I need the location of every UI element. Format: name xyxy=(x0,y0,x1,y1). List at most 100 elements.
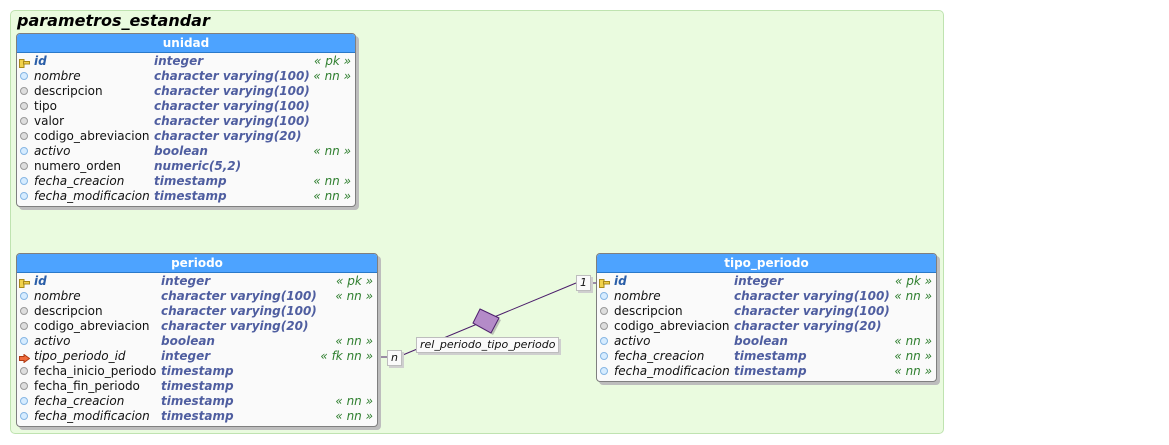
column-name: activo xyxy=(34,144,71,158)
column-row[interactable]: descripcion character varying(100) xyxy=(17,84,355,99)
column-name: fecha_fin_periodo xyxy=(34,379,140,393)
not-null-column-icon xyxy=(20,192,28,200)
column-icon xyxy=(20,102,28,110)
column-type: integer xyxy=(154,54,204,68)
column-type: timestamp xyxy=(161,409,234,423)
column-name: fecha_creacion xyxy=(34,394,125,408)
column-name: descripcion xyxy=(34,84,103,98)
column-name: valor xyxy=(34,114,65,128)
column-name: nombre xyxy=(34,289,81,303)
column-row[interactable]: codigo_abreviacion character varying(20) xyxy=(17,129,355,144)
column-name: descripcion xyxy=(34,304,103,318)
column-type: timestamp xyxy=(154,189,227,203)
not-null-column-icon xyxy=(20,177,28,185)
relationship-label[interactable]: rel_periodo_tipo_periodo xyxy=(416,337,560,353)
column-icon xyxy=(20,87,28,95)
column-icon xyxy=(20,117,28,125)
column-type: character varying(100) xyxy=(154,69,310,83)
not-null-column-icon xyxy=(20,337,28,345)
not-null-column-icon xyxy=(20,72,28,80)
column-constraint: « nn » xyxy=(335,394,373,408)
column-row[interactable]: fecha_modificacion timestamp « nn » xyxy=(17,189,355,204)
column-name: activo xyxy=(614,334,651,348)
foreign-key-icon xyxy=(19,352,31,364)
column-type: integer xyxy=(161,349,211,363)
not-null-column-icon xyxy=(20,397,28,405)
column-name: id xyxy=(34,54,47,68)
column-row[interactable]: descripcion character varying(100) xyxy=(17,304,377,319)
column-type: character varying(100) xyxy=(734,304,890,318)
column-type: character varying(20) xyxy=(154,129,302,143)
table-header: unidad xyxy=(17,34,355,53)
cardinality-source: n xyxy=(387,350,402,366)
column-type: timestamp xyxy=(161,364,234,378)
column-icon xyxy=(20,162,28,170)
not-null-column-icon xyxy=(600,352,608,360)
column-type: character varying(100) xyxy=(161,289,317,303)
column-constraint: « pk » xyxy=(894,274,932,288)
not-null-column-icon xyxy=(20,412,28,420)
column-icon xyxy=(600,322,608,330)
column-name: codigo_abreviacion xyxy=(34,129,150,143)
column-type: character varying(20) xyxy=(734,319,882,333)
column-constraint: « nn » xyxy=(313,174,351,188)
column-constraint: « nn » xyxy=(313,69,351,83)
column-name: codigo_abreviacion xyxy=(614,319,730,333)
column-type: timestamp xyxy=(154,174,227,188)
column-row[interactable]: id integer « pk » xyxy=(17,54,355,69)
column-row[interactable]: fecha_inicio_periodo timestamp xyxy=(17,364,377,379)
column-name: fecha_creacion xyxy=(614,349,705,363)
column-type: timestamp xyxy=(161,379,234,393)
column-icon xyxy=(20,367,28,375)
column-icon xyxy=(20,132,28,140)
primary-key-icon xyxy=(599,277,610,288)
column-constraint: « nn » xyxy=(894,349,932,363)
column-type: integer xyxy=(734,274,784,288)
column-type: character varying(100) xyxy=(154,84,310,98)
column-type: boolean xyxy=(161,334,215,348)
column-type: character varying(100) xyxy=(161,304,317,318)
not-null-column-icon xyxy=(20,147,28,155)
column-type: boolean xyxy=(734,334,788,348)
primary-key-icon xyxy=(19,57,30,68)
column-name: numero_orden xyxy=(34,159,121,173)
column-constraint: « nn » xyxy=(313,189,351,203)
column-row[interactable]: fecha_fin_periodo timestamp xyxy=(17,379,377,394)
column-row[interactable]: codigo_abreviacion character varying(20) xyxy=(597,319,936,334)
not-null-column-icon xyxy=(20,292,28,300)
column-constraint: « nn » xyxy=(894,364,932,378)
column-name: fecha_modificacion xyxy=(34,409,150,423)
column-constraint: « pk » xyxy=(313,54,351,68)
column-type: boolean xyxy=(154,144,208,158)
column-type: character varying(100) xyxy=(154,99,310,113)
column-name: fecha_modificacion xyxy=(34,189,150,203)
column-name: tipo_periodo_id xyxy=(34,349,126,363)
table-header: periodo xyxy=(17,254,377,273)
not-null-column-icon xyxy=(600,337,608,345)
column-name: fecha_inicio_periodo xyxy=(34,364,157,378)
column-type: character varying(100) xyxy=(734,289,890,303)
